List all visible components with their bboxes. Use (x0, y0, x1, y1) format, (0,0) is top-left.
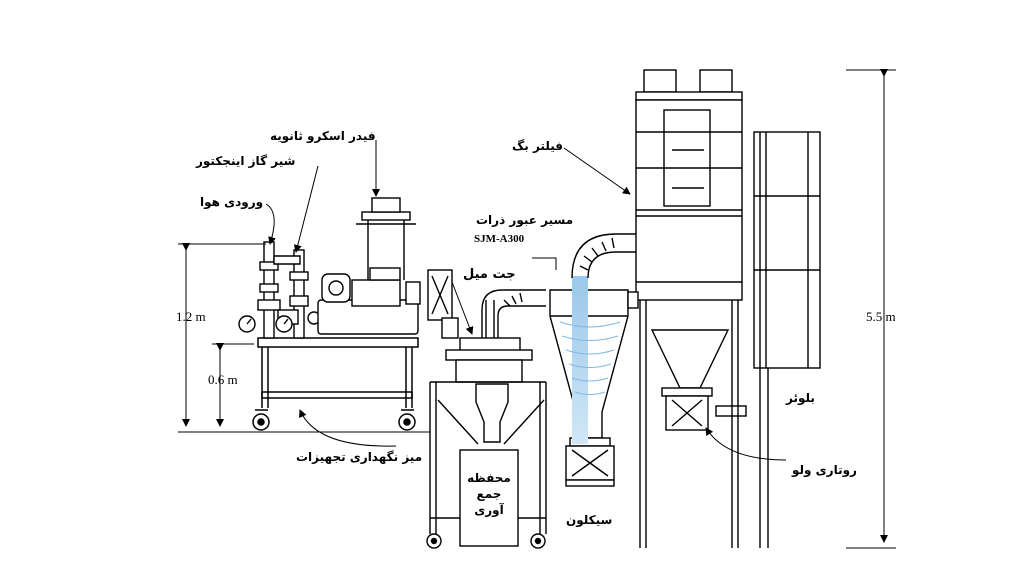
blower-label: بلوئر (786, 391, 815, 405)
cyclone (549, 289, 629, 487)
filter-duct (571, 233, 636, 279)
bag-filter-label: فیلتر بگ (512, 139, 563, 153)
dimension-leg-height (212, 343, 254, 427)
collection-chamber-line-3: آوری (474, 503, 504, 518)
cyclone-label: سیکلون (566, 513, 613, 527)
gas-valve-label: شیر گاز اینجکتور (196, 154, 296, 168)
screw-feeder-label: فیدر اسکرو ثانویه (270, 129, 376, 143)
collection-cart (426, 381, 547, 549)
particle-vortex (559, 321, 621, 395)
particle-stream (572, 276, 588, 444)
particle-path-label: مسیر عبور ذرات (476, 213, 574, 227)
blower-ladder (753, 131, 821, 548)
table-height-dimension: 1.2 m (176, 309, 206, 324)
collection-chamber-label: محفظه جمع آوری (466, 470, 512, 519)
jet-mill (427, 269, 533, 383)
total-height-dimension: 5.5 m (866, 309, 896, 324)
injector-piping (238, 241, 321, 339)
equipment-table (252, 337, 419, 431)
rotary-valve-label: روتاری ولو (792, 463, 857, 477)
bag-filter (627, 69, 747, 548)
transfer-duct (481, 289, 546, 338)
jet-mill-label: جت میل (463, 267, 516, 282)
screw-feeder (317, 197, 421, 335)
collection-chamber-line-1: محفظه (467, 471, 511, 485)
equipment-table-label: میز نگهداری تجهیزات (296, 450, 423, 464)
model-label: SJM-A300 (474, 233, 525, 245)
leg-height-dimension: 0.6 m (208, 372, 238, 387)
dimension-total-height (846, 69, 896, 549)
leader-lines (265, 140, 787, 461)
collection-chamber-line-2: جمع (476, 487, 502, 502)
air-inlet-label: ورودی هوا (200, 195, 264, 209)
